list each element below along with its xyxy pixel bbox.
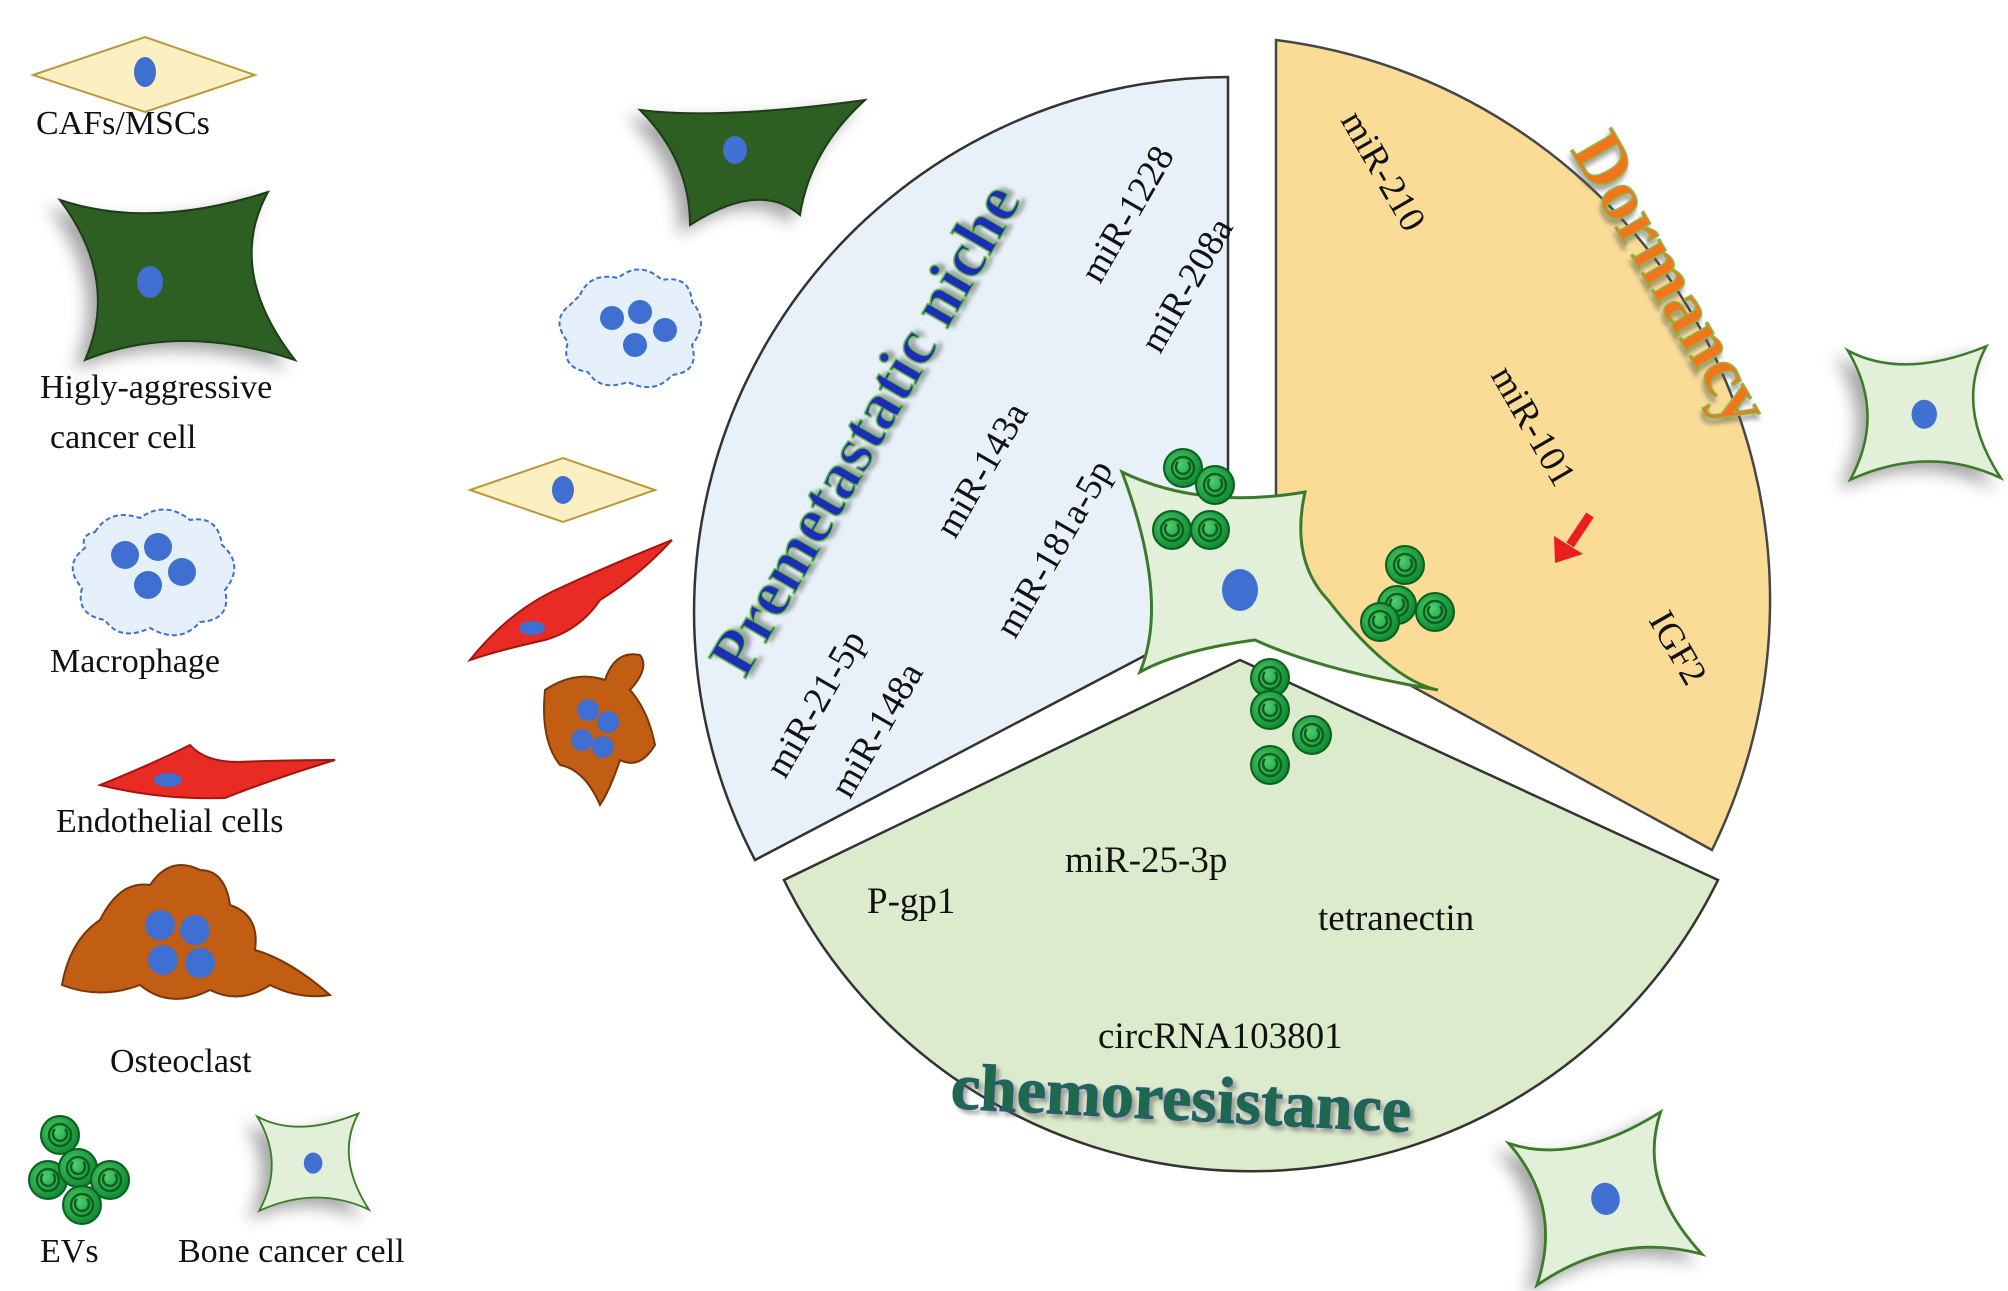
down-arrow-icon xyxy=(1554,512,1594,563)
chemo-mir-25-3p: miR-25-3p xyxy=(1065,840,1227,881)
osteoclast-left xyxy=(543,653,657,808)
caf-left xyxy=(466,456,659,524)
chemoresistance-sector xyxy=(782,658,1720,1173)
legend-cafs-label: CAFs/MSCs xyxy=(36,105,210,142)
legend-aggressive-label-2: cancer cell xyxy=(50,419,196,456)
premetastatic-sector xyxy=(692,75,1230,862)
legend-bone-cancer-label: Bone cancer cell xyxy=(178,1233,405,1270)
legend-cafs-icon xyxy=(29,35,259,114)
bone-cell-bottom xyxy=(1506,1107,1704,1288)
endothelial-left xyxy=(467,539,673,663)
legend-osteoclast-icon xyxy=(60,864,333,1000)
legend: CAFs/MSCs Higly-aggressive cancer cell M… xyxy=(27,35,405,1270)
legend-aggressive-cell-icon xyxy=(57,190,298,362)
legend-osteoclast-label: Osteoclast xyxy=(110,1043,252,1080)
chemo-pgp1: P-gp1 xyxy=(867,881,955,922)
bone-cell-right xyxy=(1846,344,2003,481)
legend-ev-icon xyxy=(27,1114,131,1226)
legend-aggressive-label-1: Higly-aggressive xyxy=(40,369,272,406)
macrophage-left xyxy=(558,268,702,389)
aggressive-cell-top xyxy=(637,98,869,227)
legend-evs-label: EVs xyxy=(40,1233,99,1270)
legend-macrophage-label: Macrophage xyxy=(50,643,220,680)
legend-endothelial-label: Endothelial cells xyxy=(56,803,284,840)
legend-endothelial-icon xyxy=(96,743,336,800)
legend-macrophage-icon xyxy=(71,508,236,637)
chemo-circrna103801: circRNA103801 xyxy=(1098,1016,1343,1057)
dormancy-sector xyxy=(1274,38,1772,852)
chemo-tetranectin: tetranectin xyxy=(1318,898,1474,939)
floating-cells xyxy=(466,98,2003,1288)
legend-bone-cancer-icon xyxy=(256,1112,370,1212)
